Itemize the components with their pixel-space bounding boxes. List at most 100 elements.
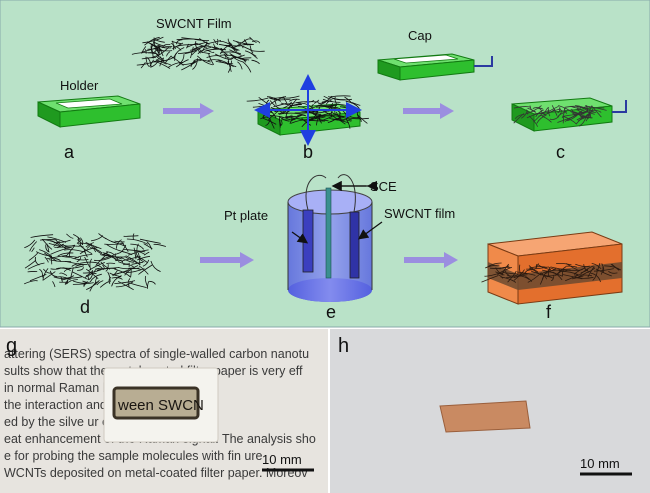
cnt-fiber: [29, 241, 37, 252]
cnt-fiber: [151, 37, 155, 49]
cnt-fiber: [153, 243, 167, 247]
cnt-fiber: [547, 105, 559, 113]
cnt-fiber: [176, 44, 197, 47]
cnt-fiber: [56, 267, 71, 271]
cnt-fiber: [126, 238, 149, 245]
cnt-fiber: [585, 105, 607, 111]
cnt-fiber: [481, 275, 499, 283]
sce-electrode: [325, 187, 332, 279]
cnt-fiber: [506, 274, 528, 278]
cnt-fiber: [85, 242, 102, 250]
cnt-fiber: [102, 255, 122, 260]
photo-h: h 10 mm: [330, 329, 650, 493]
cnt-fiber: [557, 108, 560, 113]
cnt-fiber: [571, 276, 594, 279]
cnt-fiber: [35, 251, 53, 257]
cnt-fiber: [89, 247, 103, 254]
cnt-fiber: [127, 249, 149, 256]
cnt-fiber: [63, 268, 72, 273]
cnt-fiber: [576, 109, 585, 114]
cnt-fiber: [115, 281, 134, 288]
cnt-fiber: [610, 263, 620, 271]
cnt-fiber: [280, 102, 298, 106]
cnt-fiber: [268, 96, 287, 99]
scale-label-g: 10 mm: [262, 452, 302, 467]
cnt-fiber: [84, 271, 93, 278]
cnt-fiber: [112, 270, 118, 277]
stretch-arrows: [254, 74, 362, 146]
cnt-fiber: [174, 52, 178, 61]
cnt-fiber: [526, 109, 529, 115]
cnt-fiber: [181, 61, 197, 71]
cnt-fiber: [282, 101, 293, 109]
cnt-fiber: [215, 61, 234, 65]
cnt-fiber: [155, 55, 171, 66]
cnt-fiber: [88, 270, 94, 281]
cnt-fiber: [106, 244, 125, 253]
cnt-fiber: [114, 240, 125, 243]
process-arrow-4: [404, 252, 458, 268]
cnt-fiber: [42, 238, 53, 250]
cnt-fiber: [85, 242, 94, 248]
cnt-fiber: [197, 55, 213, 66]
cnt-fiber: [193, 45, 209, 50]
cnt-fiber: [70, 267, 74, 278]
cnt-fiber: [593, 268, 614, 272]
cnt-fiber: [131, 52, 156, 55]
swcnt-film-label: SWCNT Film: [156, 16, 232, 31]
cnt-fiber: [45, 244, 50, 253]
cnt-fiber: [291, 99, 297, 108]
cnt-fiber: [90, 273, 102, 282]
paper-text-line: attering (SERS) spectra of single-walled…: [4, 347, 309, 361]
cnt-fiber: [64, 249, 86, 253]
cnt-fiber: [587, 267, 596, 274]
cnt-fiber: [526, 266, 548, 270]
cnt-fiber: [280, 119, 283, 126]
cnt-fiber: [286, 102, 295, 105]
cnt-fiber: [314, 114, 321, 121]
cnt-fiber: [269, 100, 281, 110]
cnt-fiber: [269, 97, 291, 101]
cnt-fiber: [332, 97, 352, 101]
cnt-fiber: [99, 281, 110, 288]
cnt-fiber: [580, 269, 589, 274]
cnt-fiber: [586, 111, 594, 117]
cnt-fiber: [561, 108, 566, 119]
cnt-fiber: [549, 116, 560, 120]
cnt-fiber: [556, 262, 572, 266]
cnt-fiber: [219, 54, 232, 56]
cnt-fiber: [39, 249, 53, 259]
cnt-fiber: [524, 269, 533, 274]
cnt-fiber: [89, 258, 92, 271]
cnt-fiber: [567, 113, 579, 122]
cnt-fiber: [279, 115, 281, 128]
cnt-fiber: [214, 53, 233, 61]
cnt-fiber: [111, 277, 123, 280]
process-arrow-2: [403, 103, 454, 119]
cnt-fiber: [334, 104, 337, 115]
cnt-fiber: [600, 266, 604, 275]
scale-label-h: 10 mm: [580, 456, 620, 471]
cnt-fiber: [541, 273, 547, 280]
cnt-fiber: [334, 96, 337, 105]
cnt-fiber: [24, 260, 36, 269]
cnt-fiber: [85, 275, 89, 280]
cnt-fiber: [92, 245, 102, 255]
cnt-fiber: [531, 270, 549, 278]
cnt-fiber: [128, 262, 130, 268]
cap: [377, 53, 493, 81]
cnt-fiber: [69, 248, 73, 258]
cnt-fiber: [71, 257, 89, 261]
cnt-fiber: [59, 272, 68, 276]
cnt-fiber: [304, 99, 315, 103]
cnt-fiber: [279, 95, 300, 99]
cnt-fiber: [488, 262, 502, 267]
cnt-fiber: [219, 43, 232, 55]
cnt-fiber: [122, 263, 134, 268]
cnt-fiber: [79, 247, 98, 255]
cnt-fiber: [54, 246, 72, 249]
cnt-fiber: [65, 279, 69, 285]
cnt-fiber: [168, 61, 184, 68]
cnt-fiber: [525, 276, 533, 282]
cnt-fiber: [289, 118, 296, 124]
